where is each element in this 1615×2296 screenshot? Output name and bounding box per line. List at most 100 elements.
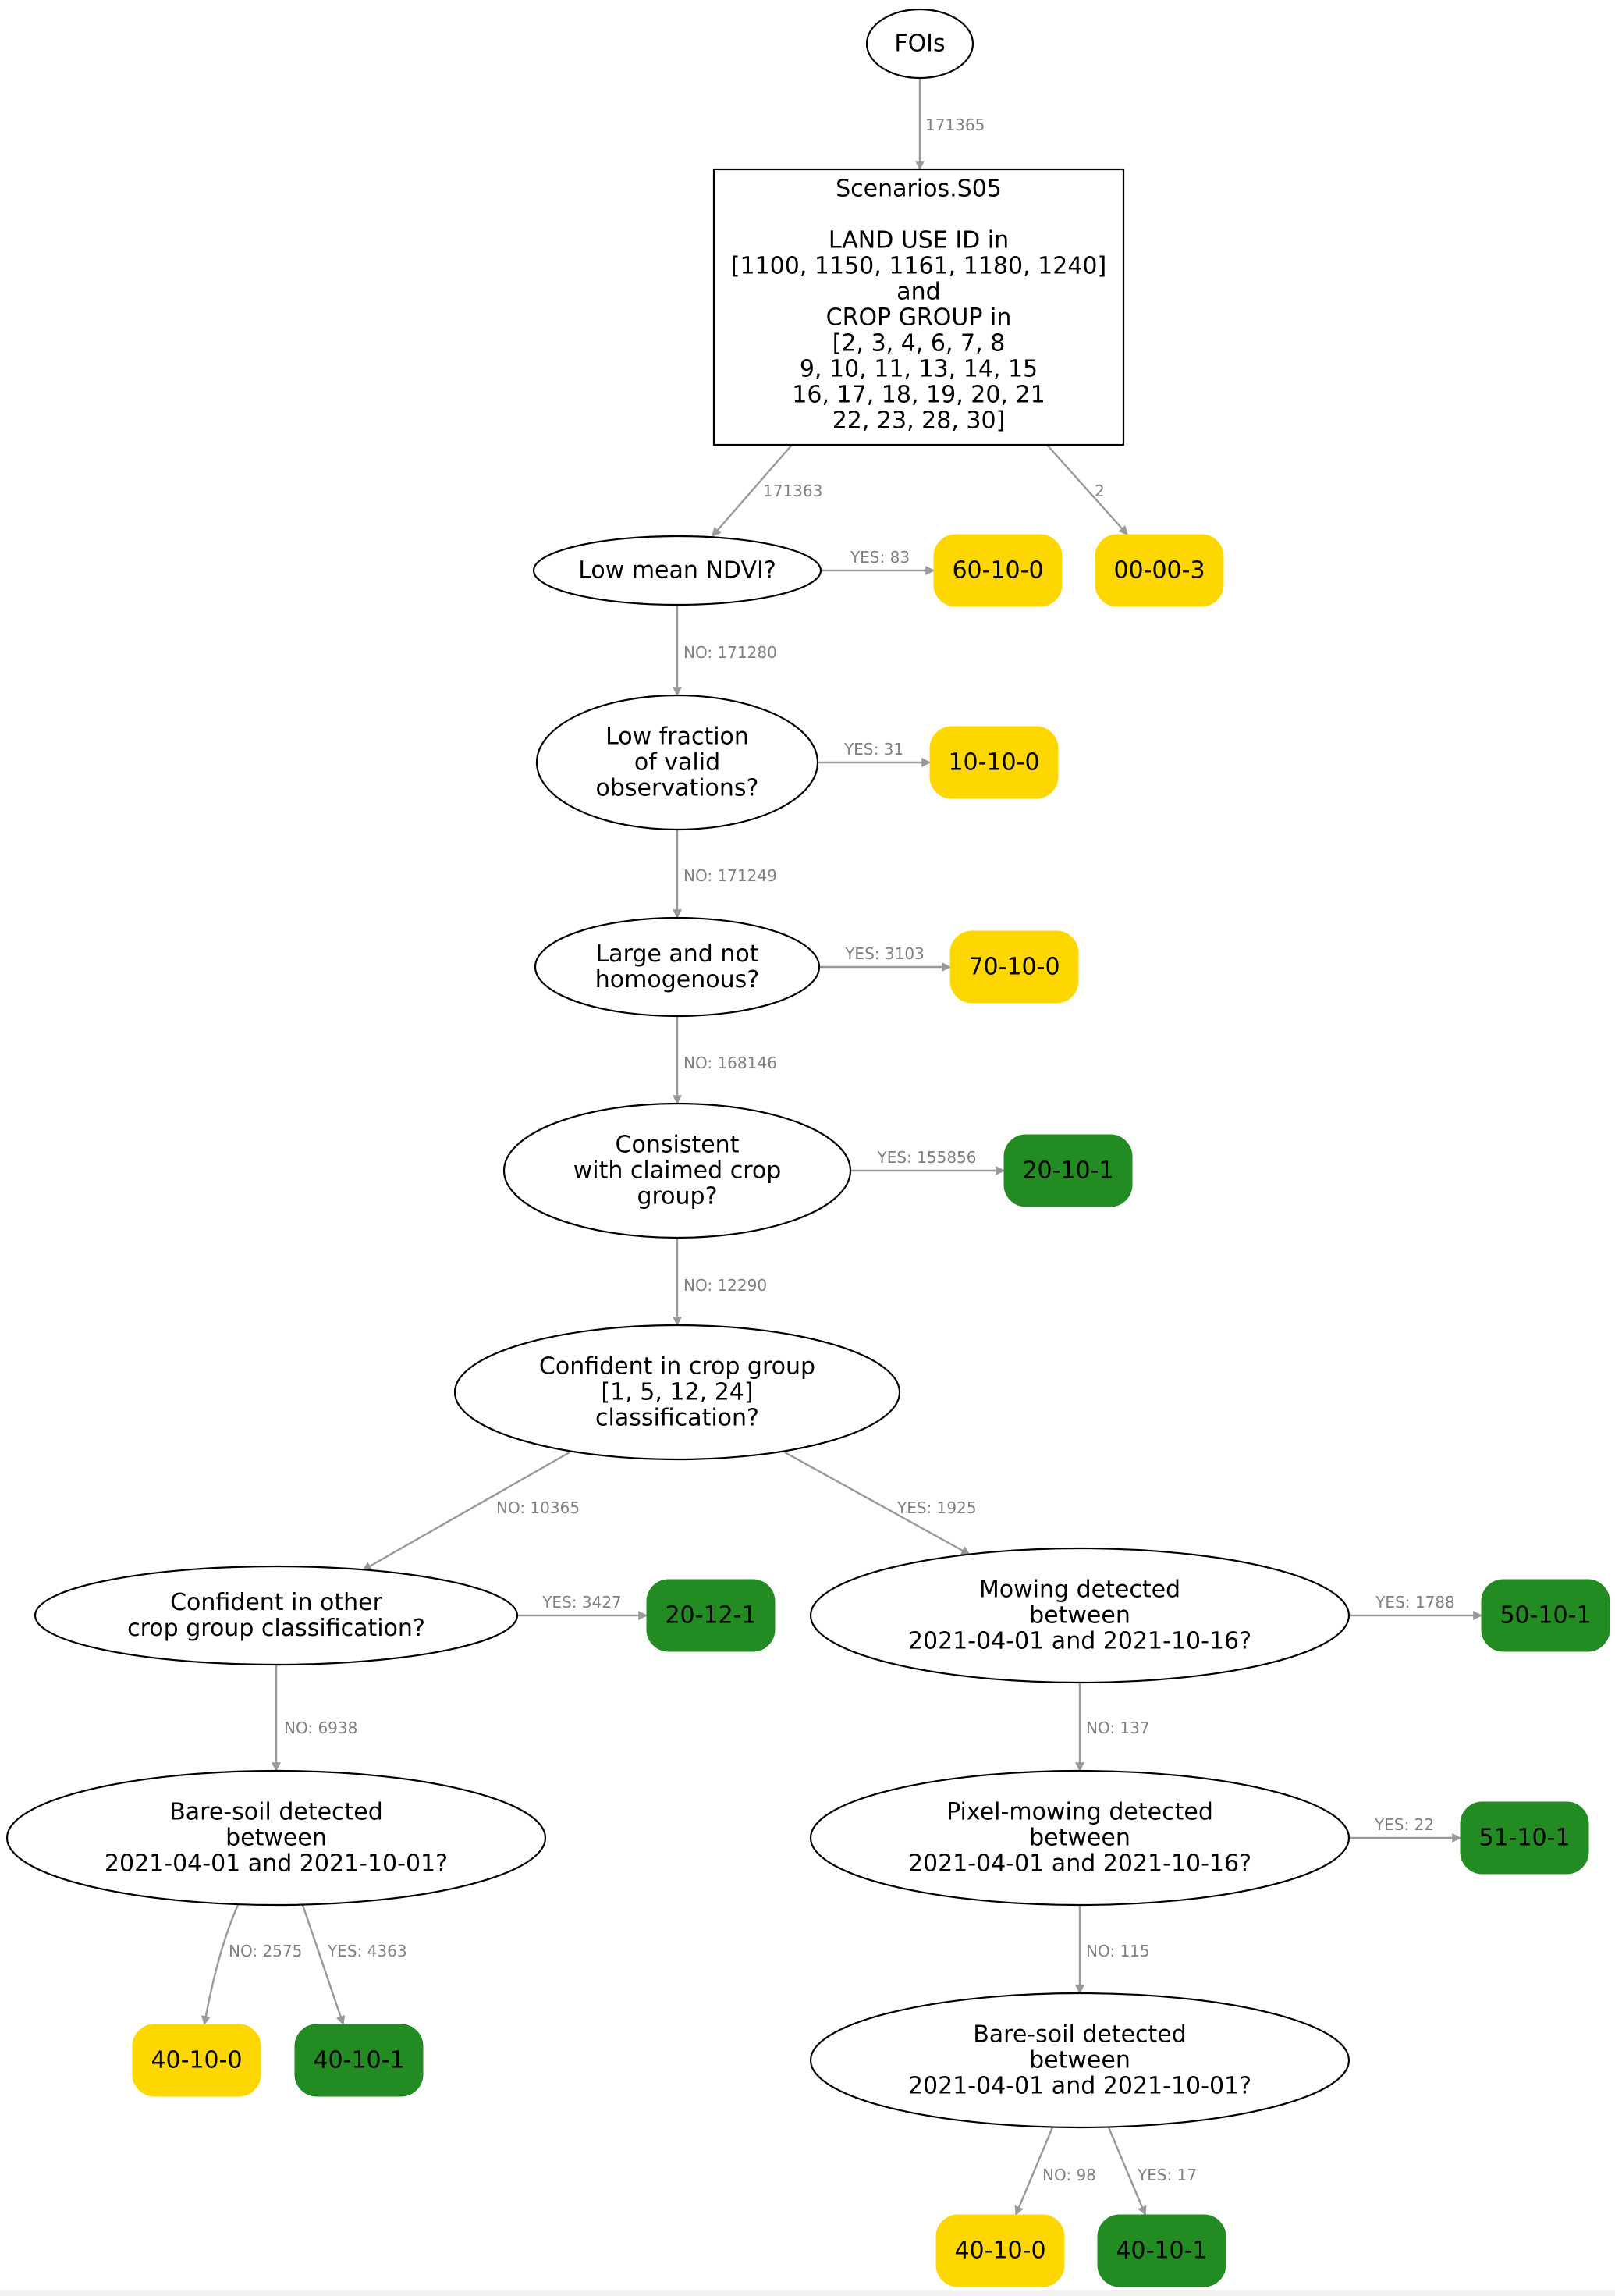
mowing-label-line: between: [1029, 1602, 1130, 1630]
out-70-10-0-label-line: 70-10-0: [968, 954, 1060, 981]
node-shape: [809, 1547, 1351, 1684]
node-shape: [534, 916, 821, 1018]
outcome-node-40-10-1-right: 40-10-1: [1097, 2214, 1226, 2287]
edge-confident-cg-to-mowing: YES: 1925: [784, 1451, 977, 1556]
edge-label: YES: 83: [850, 548, 910, 567]
edge-label: NO: 12290: [683, 1276, 767, 1295]
mowing-label-line: 2021-04-01 and 2021-10-16?: [908, 1628, 1251, 1655]
node-fois: FOIs: [865, 8, 974, 80]
edge-low-ndvi-to-low-fraction: NO: 171280: [673, 605, 777, 697]
edge-label: YES: 31: [843, 740, 903, 759]
outcome-node-20-12-1: 20-12-1: [646, 1579, 776, 1652]
edge-fois-to-scenario: 171365: [915, 78, 985, 171]
outcome-shape: [935, 2214, 1065, 2287]
edge-label: YES: 1925: [896, 1498, 977, 1517]
edge-label: YES: 155856: [877, 1148, 977, 1167]
edge-large-not-homog-to-consistent: NO: 168146: [673, 1016, 777, 1105]
outcome-shape: [949, 930, 1079, 1004]
edge-bare-soil-left-to-out-40-10-1-left: YES: 4363: [301, 1904, 407, 2026]
node-shape: [809, 1992, 1351, 2129]
edge-scenario-to-low-ndvi: 171363: [712, 444, 822, 537]
confident-cg-label-line: [1, 5, 12, 24]: [601, 1379, 753, 1406]
edge-mowing-to-pixel-mowing: NO: 137: [1075, 1683, 1150, 1772]
edge-label: NO: 171249: [683, 866, 777, 885]
low-fraction-label-line: of valid: [634, 749, 720, 777]
edge-pixel-mowing-to-bare-soil-right: NO: 115: [1075, 1905, 1150, 1995]
bottom-strip: [0, 2290, 1615, 2296]
out-40-10-1-left-label-line: 40-10-1: [313, 2047, 404, 2074]
edge-bare-soil-right-to-out-40-10-0-right: NO: 98: [1014, 2127, 1096, 2216]
outcome-node-60-10-0: 60-10-0: [933, 534, 1063, 607]
outcome-node-10-10-0: 10-10-0: [929, 726, 1059, 799]
bare-soil-left-label-line: 2021-04-01 and 2021-10-01?: [105, 1850, 448, 1878]
node-shape: [532, 535, 822, 606]
edge-label: NO: 10365: [496, 1498, 580, 1517]
bare-soil-left-label-line: between: [225, 1825, 327, 1852]
confident-other-label-line: crop group classification?: [127, 1615, 425, 1642]
node-shape: [453, 1324, 901, 1461]
out-40-10-0-right-label-line: 40-10-0: [954, 2237, 1045, 2265]
outcome-node-51-10-1: 51-10-1: [1460, 1801, 1589, 1875]
outcome-node-20-10-1: 20-10-1: [1003, 1134, 1133, 1207]
outcome-shape: [1097, 2214, 1226, 2287]
edge-arrow: [1014, 2127, 1054, 2216]
edge-label: NO: 2575: [229, 1942, 302, 1960]
edge-consistent-to-out-20-10-1: YES: 155856: [850, 1148, 1006, 1175]
consistent-label-line: with claimed crop: [573, 1157, 782, 1185]
edge-label: YES: 1788: [1375, 1593, 1455, 1612]
outcome-shape: [933, 534, 1063, 607]
edge-label: YES: 3427: [541, 1593, 622, 1612]
scenario-label-line: Scenarios.S05: [836, 176, 1002, 203]
scenario-label-line: 16, 17, 18, 19, 20, 21: [792, 382, 1045, 409]
edge-label: 171363: [763, 482, 822, 500]
edge-label: NO: 137: [1086, 1718, 1150, 1737]
scenario-label-line: [1100, 1150, 1161, 1180, 1240]: [731, 253, 1106, 280]
pixel-mowing-label-line: between: [1029, 1825, 1130, 1852]
outcome-node-00-00-3: 00-00-3: [1095, 534, 1224, 607]
scenario-label-line: [2, 3, 4, 6, 7, 8: [832, 330, 1006, 357]
outcome-shape: [1481, 1579, 1610, 1652]
edge-arrow: [361, 1451, 570, 1572]
pixel-mowing-label-line: Pixel-mowing detected: [946, 1799, 1213, 1826]
confident-cg-label-line: classification?: [595, 1405, 759, 1432]
out-00-00-3-label-line: 00-00-3: [1113, 557, 1205, 585]
node-shape: [712, 168, 1125, 446]
outcome-shape: [1095, 534, 1224, 607]
edge-arrow: [1046, 444, 1128, 535]
out-51-10-1-label-line: 51-10-1: [1478, 1825, 1570, 1852]
scenario-label-line: and: [896, 279, 940, 306]
bare-soil-right-label-line: 2021-04-01 and 2021-10-01?: [908, 2073, 1251, 2100]
low-ndvi-label-line: Low mean NDVI?: [578, 557, 776, 585]
edge-confident-other-to-bare-soil-left: NO: 6938: [272, 1665, 357, 1772]
low-fraction-label-line: Low fraction: [605, 723, 749, 751]
large-not-homog-label-line: Large and not: [595, 940, 758, 968]
node-shape: [34, 1565, 519, 1666]
edge-arrow: [712, 444, 793, 537]
edge-label: NO: 171280: [683, 643, 777, 662]
pixel-mowing-label-line: 2021-04-01 and 2021-10-16?: [908, 1850, 1251, 1878]
edge-scenario-to-out-00-00-3: 2: [1046, 444, 1128, 535]
low-fraction-label-line: observations?: [596, 775, 759, 802]
scenario-label-line: 9, 10, 11, 13, 14, 15: [800, 356, 1038, 383]
scenario-label-line: LAND USE ID in: [829, 227, 1009, 254]
edge-confident-cg-to-confident-other: NO: 10365: [361, 1451, 580, 1572]
consistent-label-line: Consistent: [616, 1132, 740, 1159]
edge-low-fraction-to-large-not-homog: NO: 171249: [673, 830, 777, 919]
edge-label: YES: 22: [1374, 1815, 1434, 1834]
edge-arrow: [784, 1451, 971, 1556]
edge-pixel-mowing-to-out-51-10-1: YES: 22: [1349, 1815, 1462, 1843]
outcome-node-50-10-1: 50-10-1: [1481, 1579, 1610, 1652]
outcome-shape: [1460, 1801, 1589, 1875]
edge-label: 2: [1095, 482, 1105, 500]
out-20-10-1-label-line: 20-10-1: [1022, 1157, 1113, 1185]
out-50-10-1-label-line: 50-10-1: [1500, 1602, 1591, 1630]
edge-label: NO: 115: [1086, 1942, 1150, 1960]
